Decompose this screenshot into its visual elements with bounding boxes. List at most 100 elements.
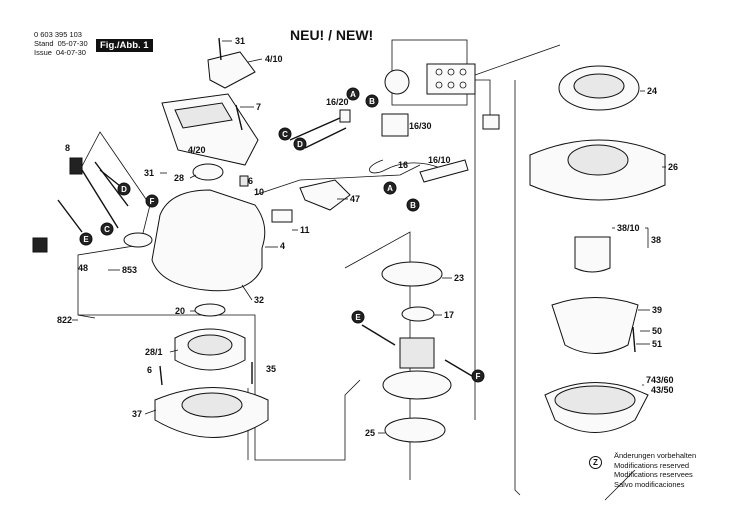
wiring-schematic — [384, 39, 500, 130]
label-26: 26 — [668, 162, 678, 172]
label-38: 38 — [651, 235, 661, 245]
ring-853 — [123, 232, 153, 248]
label-10: 10 — [254, 187, 264, 197]
switch-symbol — [426, 63, 476, 95]
boundary-line-bottom-right — [604, 469, 636, 501]
label-47: 47 — [350, 194, 360, 204]
connector-D-left — [117, 182, 131, 196]
screw-16-20b — [304, 127, 347, 149]
label-24: 24 — [647, 86, 657, 96]
label-16-10: 16/10 — [428, 155, 451, 165]
lower-left-group — [154, 303, 269, 438]
leader-lines — [72, 40, 666, 434]
label-4-20: 4/20 — [188, 145, 206, 155]
right-group — [529, 65, 666, 433]
label-37: 37 — [132, 409, 142, 419]
connector-D-top — [293, 137, 307, 151]
connector-B-top — [365, 94, 379, 108]
label-4-10: 4/10 — [265, 54, 283, 64]
label-31b: 31 — [144, 168, 154, 178]
filter-38 — [574, 236, 611, 273]
svg-text:A: A — [350, 90, 356, 99]
svg-text:F: F — [150, 197, 155, 206]
connector-B-cord — [406, 198, 420, 212]
svg-text:E: E — [83, 235, 89, 244]
label-31: 31 — [235, 36, 245, 46]
label-28: 28 — [174, 173, 184, 183]
gasket-23 — [381, 261, 443, 287]
label-822: 822 — [57, 315, 72, 325]
svg-text:F: F — [476, 372, 481, 381]
fan-housing — [382, 370, 452, 400]
svg-text:E: E — [355, 313, 361, 322]
bracket-47 — [299, 179, 351, 211]
cable-set-8 — [32, 157, 129, 253]
note-line: Modifications reserved — [614, 460, 690, 470]
connector-C-top — [278, 127, 292, 141]
label-25: 25 — [365, 428, 375, 438]
svg-text:C: C — [282, 130, 288, 139]
stand-value: 05-07-30 — [57, 39, 88, 48]
label-51: 51 — [652, 339, 662, 349]
label-48: 48 — [78, 263, 88, 273]
motor-symbol — [384, 69, 410, 95]
note-line: Änderungen vorbehalten — [614, 451, 697, 460]
connector-E-motor — [351, 310, 365, 324]
label-20: 20 — [175, 306, 185, 316]
connector-A-cord — [383, 181, 397, 195]
label-4: 4 — [280, 241, 285, 251]
boundary-line-main — [78, 314, 361, 461]
boundary-line-far-right — [514, 80, 521, 496]
label-16-20: 16/20 — [326, 97, 349, 107]
base-housing — [123, 163, 351, 292]
ring-17 — [401, 306, 435, 322]
label-35: 35 — [266, 364, 276, 374]
label-32: 32 — [254, 295, 264, 305]
screw-51 — [632, 326, 636, 353]
housing-4 — [151, 189, 266, 292]
cord-clamp-16-30 — [381, 113, 409, 137]
plug-10 — [239, 175, 249, 187]
page-title: NEU! / NEW! — [290, 27, 374, 43]
float-cage-39 — [551, 297, 639, 354]
label-16: 16 — [398, 160, 408, 170]
svg-text:D: D — [121, 185, 127, 194]
svg-text:B: B — [369, 97, 375, 106]
boundary-line-right — [474, 44, 561, 420]
label-11: 11 — [300, 225, 310, 235]
part-labels: 31 4/10 7 16/20 4/20 16/30 16 16/10 8 31… — [57, 36, 678, 438]
boundary-line-left — [77, 131, 151, 319]
label-8: 8 — [65, 143, 70, 153]
stand-label: Stand — [34, 39, 54, 48]
label-6b: 6 — [147, 365, 152, 375]
cable-16 — [369, 159, 441, 174]
svg-text:B: B — [410, 201, 416, 210]
connector-A-top — [346, 87, 360, 101]
issue-value: 04-07-30 — [55, 48, 86, 57]
label-38-10: 38/10 — [617, 223, 640, 233]
label-853: 853 — [122, 265, 137, 275]
screw-31 — [218, 37, 222, 61]
note-line: Salvo modificaciones — [614, 479, 685, 489]
motor-group — [361, 261, 473, 443]
label-39: 39 — [652, 305, 662, 315]
svg-text:C: C — [104, 225, 110, 234]
connector-F-motor — [471, 369, 485, 383]
connector-badges: A B C D A B D F C E E F — [79, 87, 485, 383]
modification-notes: Änderungen vorbehalten Modifications res… — [614, 451, 696, 489]
boundary-line-cable — [254, 164, 421, 196]
cable-sleeve-16-10 — [419, 159, 469, 183]
svg-text:A: A — [387, 184, 393, 193]
seal-28 — [192, 163, 224, 181]
note-line: Modifications reservees — [614, 470, 693, 479]
connector-E-left — [79, 232, 93, 246]
part-number: 0 603 395 103 — [34, 30, 82, 39]
motor-housing — [399, 337, 435, 369]
plate-11 — [271, 209, 293, 223]
label-28-1: 28/1 — [145, 347, 163, 357]
terminal-symbol — [482, 114, 500, 130]
screw-7 — [235, 104, 243, 131]
figure-badge: Fig./Abb. 1 — [96, 39, 153, 52]
